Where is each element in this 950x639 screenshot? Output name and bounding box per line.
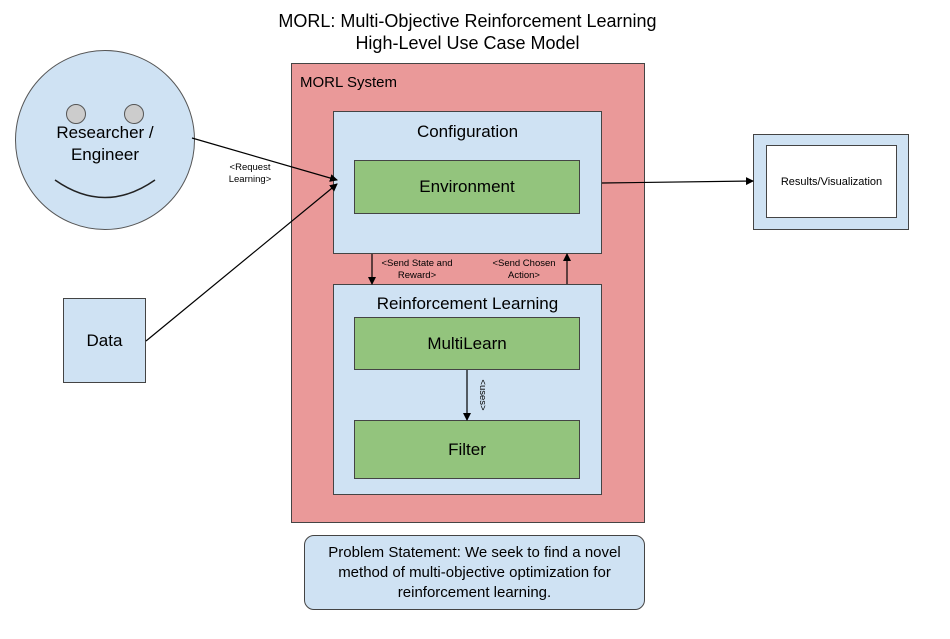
environment-to-results-arrow [601, 177, 754, 186]
data-box: Data [63, 298, 146, 383]
multilearn-box: MultiLearn [354, 317, 580, 370]
results-inner-box: Results/Visualization [766, 145, 897, 218]
diagram-title: MORL: Multi-Objective Reinforcement Lear… [0, 10, 935, 54]
researcher-actor [15, 50, 195, 230]
actor-label: Researcher / Engineer [40, 122, 170, 166]
send-state-label: <Send State and Reward> [372, 258, 462, 282]
actor-left-eye [66, 104, 86, 124]
problem-statement-text: Problem Statement: We seek to find a nov… [328, 543, 621, 601]
configuration-title: Configuration [416, 122, 519, 141]
actor-right-eye [124, 104, 144, 124]
environment-label: Environment [419, 177, 515, 196]
request-learning-label: <Request Learning> [215, 162, 285, 186]
diagram-title-line1: MORL: Multi-Objective Reinforcement Lear… [278, 11, 657, 31]
problem-statement-box: Problem Statement: We seek to find a nov… [304, 535, 645, 610]
reinforcement-learning-title: Reinforcement Learning [376, 294, 559, 313]
filter-label: Filter [448, 439, 486, 459]
send-action-label-line1: <Send Chosen [492, 258, 556, 269]
diagram-title-line2: High-Level Use Case Model [355, 33, 580, 53]
multilearn-label: MultiLearn [427, 333, 507, 353]
send-action-label: <Send Chosen Action> [480, 258, 568, 282]
uses-label: <uses> [477, 379, 488, 411]
request-learning-label-line2: Learning> [228, 174, 272, 185]
request-learning-label-line1: <Request [229, 162, 271, 173]
actor-label-line2: Engineer [70, 145, 140, 164]
send-action-label-line2: Action> [508, 270, 540, 281]
data-to-configuration-arrow [145, 183, 338, 342]
data-label: Data [86, 330, 123, 350]
request-learning-arrow [191, 137, 338, 182]
morl-system-label: MORL System [300, 74, 397, 91]
environment-box: Environment [354, 160, 580, 214]
actor-smile [54, 179, 156, 199]
send-state-label-line2: Reward> [397, 270, 437, 281]
results-label: Results/Visualization [780, 175, 883, 188]
filter-box: Filter [354, 420, 580, 479]
actor-label-line1: Researcher / [56, 123, 154, 142]
send-state-label-line1: <Send State and [381, 258, 453, 269]
